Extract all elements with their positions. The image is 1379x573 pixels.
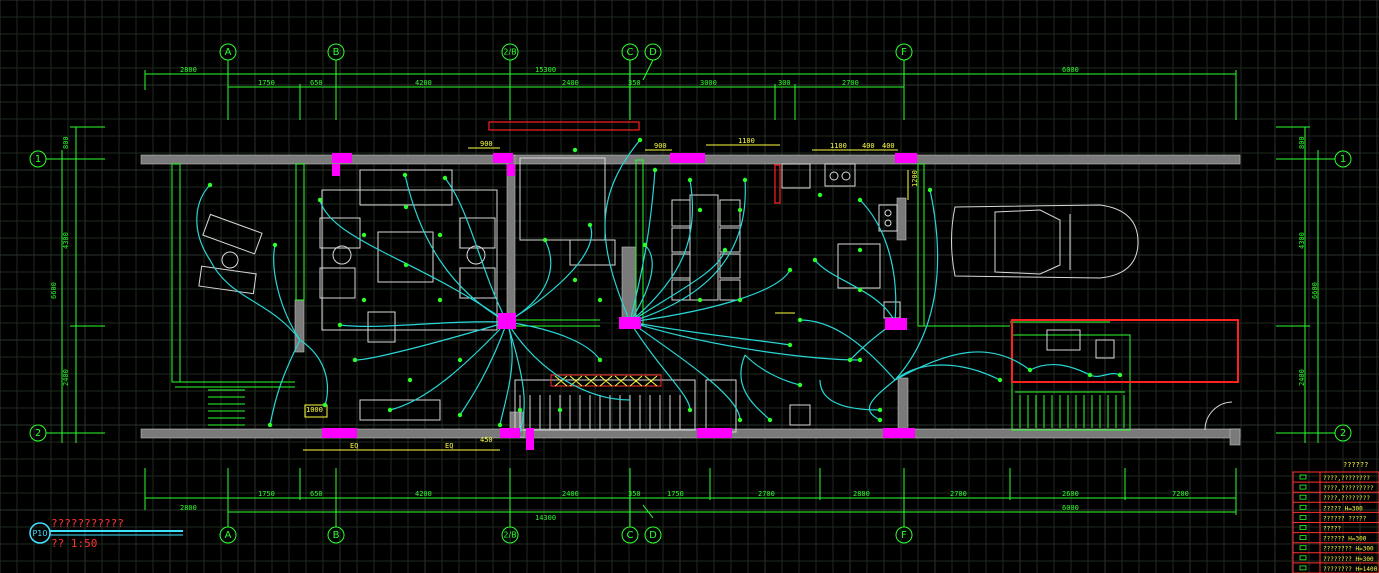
fixtures: [207, 137, 1123, 428]
svg-text:1: 1: [35, 154, 41, 165]
svg-text:2800: 2800: [180, 66, 197, 74]
svg-text:800: 800: [1298, 136, 1306, 149]
svg-text:2/B: 2/B: [503, 531, 516, 540]
sockets: [322, 153, 917, 450]
svg-text:2/B: 2/B: [503, 48, 516, 57]
interior-partitions: [171, 159, 1131, 431]
svg-text:15300: 15300: [535, 66, 556, 74]
svg-text:650: 650: [310, 490, 323, 498]
svg-text:???????? H=1400: ???????? H=1400: [1323, 566, 1378, 573]
drawing-scale: ?? 1:50: [51, 537, 97, 550]
title-badge: P10: [32, 529, 47, 538]
electrical-wiring: [196, 139, 1121, 433]
svg-text:6000: 6000: [1062, 66, 1079, 74]
svg-text:EQ: EQ: [350, 442, 358, 450]
svg-text:EQ: EQ: [445, 442, 453, 450]
svg-text:1100: 1100: [738, 137, 755, 145]
svg-text:2: 2: [1340, 428, 1346, 439]
svg-text:????? H=300: ????? H=300: [1323, 505, 1363, 512]
svg-text:C: C: [627, 47, 634, 58]
svg-text:F: F: [901, 530, 907, 541]
svg-text:A: A: [225, 530, 232, 541]
stairs: [208, 379, 1125, 431]
svg-text:????,????????: ????,????????: [1323, 475, 1370, 482]
drawing-title: ???????????: [51, 517, 124, 530]
svg-text:D: D: [649, 47, 657, 58]
svg-text:350: 350: [628, 490, 641, 498]
svg-text:1200: 1200: [911, 170, 919, 187]
dimension-lines-bottom: 2800 14300 6000 1750 650 4200 2400 350 1…: [144, 468, 1237, 527]
svg-text:???????? H=300: ???????? H=300: [1323, 556, 1374, 563]
svg-text:1100: 1100: [830, 142, 847, 150]
svg-text:4200: 4200: [415, 490, 432, 498]
svg-text:6600: 6600: [50, 282, 58, 299]
svg-text:4300: 4300: [1298, 232, 1306, 249]
svg-text:F: F: [901, 47, 907, 58]
accent-elements: 900 900 1100 1100 400 400 1200 1000 EQ E…: [303, 121, 1239, 451]
title-block: P10 ??????????? ?? 1:50: [29, 517, 183, 550]
svg-text:2600: 2600: [1062, 490, 1079, 498]
svg-text:450: 450: [480, 436, 493, 444]
dimension-lines-side: 800 4300 6600 2400 800 4300 6600 2400: [46, 126, 1335, 443]
svg-text:1000: 1000: [306, 406, 323, 414]
svg-text:?????? ?????: ?????? ?????: [1323, 515, 1367, 522]
svg-text:2400: 2400: [62, 369, 70, 386]
svg-text:14300: 14300: [535, 514, 556, 522]
svg-text:650: 650: [310, 79, 323, 87]
svg-text:2700: 2700: [842, 79, 859, 87]
svg-text:4200: 4200: [415, 79, 432, 87]
svg-text:C: C: [627, 530, 634, 541]
svg-text:900: 900: [480, 140, 493, 148]
svg-text:1750: 1750: [258, 79, 275, 87]
svg-text:400: 400: [862, 142, 875, 150]
svg-text:2400: 2400: [1298, 369, 1306, 386]
svg-text:????,????????: ????,????????: [1323, 495, 1370, 502]
dimension-lines-top: 2800 15300 6000 1750 650 4200 2400 350 3…: [144, 59, 1237, 120]
svg-text:2400: 2400: [562, 490, 579, 498]
svg-text:???????? H=300: ???????? H=300: [1323, 546, 1374, 553]
legend-table: ?????? ????,????????????,?????????????,?…: [1292, 461, 1379, 573]
svg-text:2800: 2800: [853, 490, 870, 498]
svg-text:D: D: [649, 530, 657, 541]
svg-text:B: B: [333, 47, 340, 58]
svg-text:800: 800: [62, 136, 70, 149]
axis-bubbles-side: 1 2 1 2: [29, 150, 1352, 442]
svg-text:1750: 1750: [667, 490, 684, 498]
svg-text:6000: 6000: [1062, 504, 1079, 512]
svg-text:2700: 2700: [950, 490, 967, 498]
svg-text:2700: 2700: [758, 490, 775, 498]
svg-text:?????: ?????: [1323, 526, 1341, 533]
svg-text:3000: 3000: [700, 79, 717, 87]
svg-text:300: 300: [778, 79, 791, 87]
svg-text:400: 400: [882, 142, 895, 150]
svg-text:4300: 4300: [62, 232, 70, 249]
svg-text:B: B: [333, 530, 340, 541]
legend-title: ??????: [1343, 461, 1368, 469]
svg-text:2: 2: [35, 428, 41, 439]
svg-text:A: A: [225, 47, 232, 58]
svg-text:350: 350: [628, 79, 641, 87]
svg-text:1750: 1750: [258, 490, 275, 498]
svg-text:????,?????????: ????,?????????: [1323, 485, 1374, 492]
axis-bubbles-bottom: A B 2/B C D F: [219, 526, 913, 544]
svg-text:6600: 6600: [1311, 282, 1319, 299]
svg-text:7200: 7200: [1172, 490, 1189, 498]
svg-text:2400: 2400: [562, 79, 579, 87]
svg-text:2800: 2800: [180, 504, 197, 512]
axis-bubbles-top: A B 2/B C D F: [219, 43, 913, 61]
svg-text:1: 1: [1340, 154, 1346, 165]
svg-text:?????? H=300: ?????? H=300: [1323, 536, 1367, 543]
svg-text:900: 900: [654, 142, 667, 150]
